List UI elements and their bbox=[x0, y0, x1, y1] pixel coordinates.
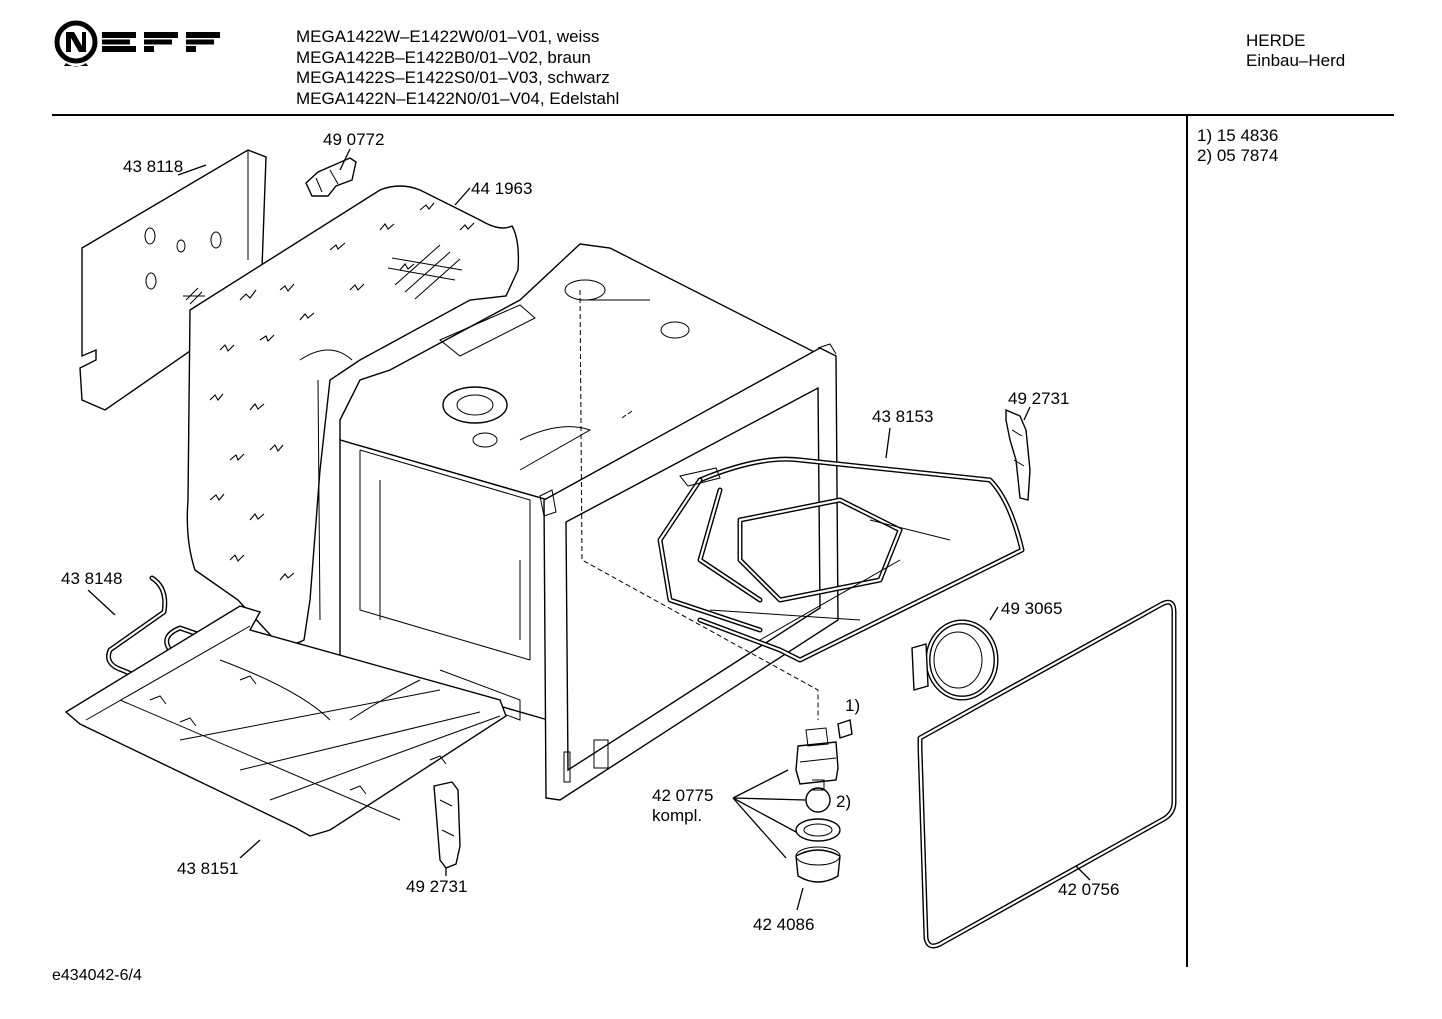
part-label-438153: 43 8153 bbox=[872, 407, 933, 426]
circular-heating-element-493065 bbox=[911, 619, 999, 701]
part-label-420775-note: kompl. bbox=[652, 806, 702, 825]
door-seal-420756 bbox=[917, 599, 1177, 949]
footnote-list: 1) 15 4836 2) 05 7874 bbox=[1197, 126, 1278, 166]
category-line-2: Einbau–Herd bbox=[1246, 51, 1346, 70]
insulation-441963 bbox=[186, 185, 520, 645]
rear-panel-438118 bbox=[79, 149, 267, 411]
ref-label-1: 1) bbox=[845, 696, 860, 715]
exploded-view-drawing: 43 8118 49 0772 44 1963 43 8153 49 2731 … bbox=[61, 130, 1177, 949]
part-label-438118: 43 8118 bbox=[123, 157, 183, 176]
document-id: e434042-6/4 bbox=[52, 967, 142, 984]
model-line-2: MEGA1422B–E1422B0/01–V02, braun bbox=[296, 47, 591, 67]
lamp-assembly-420775 bbox=[795, 719, 853, 883]
sidebar-divider bbox=[1186, 115, 1188, 967]
part-label-424086: 42 4086 bbox=[753, 915, 814, 934]
model-line-4: MEGA1422N–E1422N0/01–V04, Edelstahl bbox=[296, 88, 620, 108]
part-label-490772: 49 0772 bbox=[323, 130, 384, 149]
bracket-492731-right bbox=[1005, 408, 1031, 501]
part-label-492731-right: 49 2731 bbox=[1008, 389, 1069, 408]
category-line-1: HERDE bbox=[1246, 31, 1306, 50]
model-line-3: MEGA1422S–E1422S0/01–V03, schwarz bbox=[296, 68, 610, 87]
clip-490772 bbox=[305, 157, 357, 197]
oven-cavity bbox=[339, 243, 831, 721]
top-heating-element-438153 bbox=[657, 456, 1025, 663]
footnote-2: 2) 05 7874 bbox=[1197, 146, 1279, 165]
ref-label-2: 2) bbox=[836, 792, 851, 811]
leader-lines bbox=[87, 148, 1091, 911]
bottom-tray-438151 bbox=[64, 605, 507, 837]
bracket-492731-bottom bbox=[433, 781, 461, 869]
part-label-493065: 49 3065 bbox=[1001, 599, 1062, 618]
footnote-1: 1) 15 4836 bbox=[1197, 126, 1279, 145]
part-label-420756: 42 0756 bbox=[1058, 880, 1119, 899]
header-divider bbox=[52, 114, 1394, 116]
product-category: HERDE Einbau–Herd bbox=[1246, 31, 1345, 71]
part-label-441963: 44 1963 bbox=[471, 179, 532, 198]
model-line-1: MEGA1422W–E1422W0/01–V01, weiss bbox=[296, 27, 600, 46]
part-label-438148: 43 8148 bbox=[61, 569, 122, 588]
model-list: MEGA1422W–E1422W0/01–V01, weiss MEGA1422… bbox=[296, 27, 619, 109]
part-label-420775: 42 0775 bbox=[652, 786, 713, 805]
alignment-line-lamp bbox=[579, 289, 819, 720]
part-label-492731-bottom: 49 2731 bbox=[406, 877, 467, 896]
part-label-438151: 43 8151 bbox=[177, 859, 238, 878]
neff-logo bbox=[54, 20, 220, 67]
